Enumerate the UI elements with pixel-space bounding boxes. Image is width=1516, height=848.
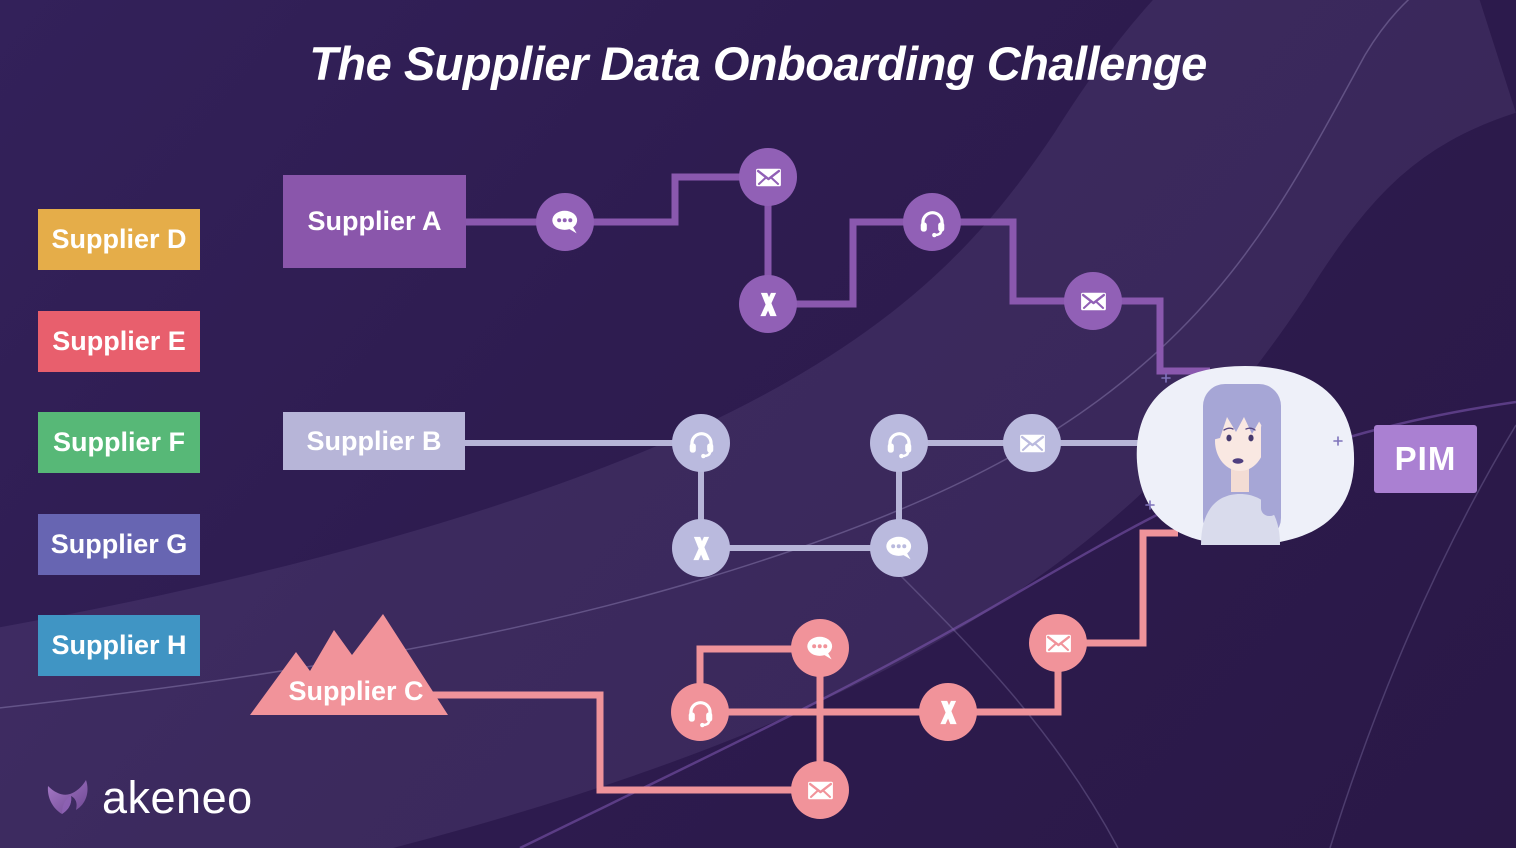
akeneo-hummingbird-icon xyxy=(47,780,88,814)
spreadsheet-x-icon xyxy=(933,697,964,728)
supplier-d-label: Supplier D xyxy=(38,209,200,270)
avatar-eye xyxy=(1248,434,1254,442)
flow-a-headset-node xyxy=(903,193,961,251)
email-icon xyxy=(1043,628,1074,659)
email-icon xyxy=(805,775,836,806)
flow-b-connector xyxy=(465,440,1155,551)
flow-a-email-node xyxy=(1064,272,1122,330)
email-icon xyxy=(1017,428,1048,459)
supplier-a-box: Supplier A xyxy=(283,175,466,268)
flow-c-email-node xyxy=(791,761,849,819)
supplier-c-label: Supplier C xyxy=(288,675,424,706)
headset-icon xyxy=(686,428,717,459)
spreadsheet-x-icon xyxy=(753,289,784,320)
flow-b-headset-node xyxy=(672,414,730,472)
spreadsheet-x-icon xyxy=(686,533,717,564)
chat-icon xyxy=(550,207,581,238)
supplier-h-label: Supplier H xyxy=(38,615,200,676)
avatar-shirt xyxy=(1201,494,1280,545)
supplier-e-label: Supplier E xyxy=(38,311,200,372)
headset-icon xyxy=(685,697,716,728)
page-title: The Supplier Data Onboarding Challenge xyxy=(309,37,1207,90)
flow-a-spreadsheet-node xyxy=(739,275,797,333)
headset-icon xyxy=(884,428,915,459)
flow-a-email-node xyxy=(739,148,797,206)
flow-c-headset-node xyxy=(671,683,729,741)
flow-a-connector xyxy=(466,173,1210,375)
sparkle-icon xyxy=(1145,373,1343,510)
flow-c-spreadsheet-node xyxy=(919,683,977,741)
supplier-c-mountain xyxy=(250,614,448,715)
avatar-bangs xyxy=(1210,388,1269,440)
flow-c-connector xyxy=(420,529,1178,794)
supplier-b-box: Supplier B xyxy=(283,412,465,470)
flow-c-email-node xyxy=(1029,614,1087,672)
avatar-eye xyxy=(1226,434,1232,442)
headset-icon xyxy=(917,207,948,238)
flow-a-chat-node xyxy=(536,193,594,251)
akeneo-logo-text: akeneo xyxy=(102,772,253,823)
email-icon xyxy=(1078,286,1109,317)
flow-b-headset-node xyxy=(870,414,928,472)
pim-manager-avatar xyxy=(1136,366,1355,546)
chat-icon xyxy=(884,533,915,564)
flow-b-email-node xyxy=(1003,414,1061,472)
flow-c-chat-node xyxy=(791,619,849,677)
flow-b-chat-node xyxy=(870,519,928,577)
email-icon xyxy=(753,162,784,193)
avatar-lips xyxy=(1232,458,1244,464)
pim-box: PIM xyxy=(1374,425,1477,493)
supplier-g-label: Supplier G xyxy=(38,514,200,575)
akeneo-logo: akeneo xyxy=(42,772,253,824)
supplier-f-label: Supplier F xyxy=(38,412,200,473)
chat-icon xyxy=(805,633,836,664)
flow-b-spreadsheet-node xyxy=(672,519,730,577)
